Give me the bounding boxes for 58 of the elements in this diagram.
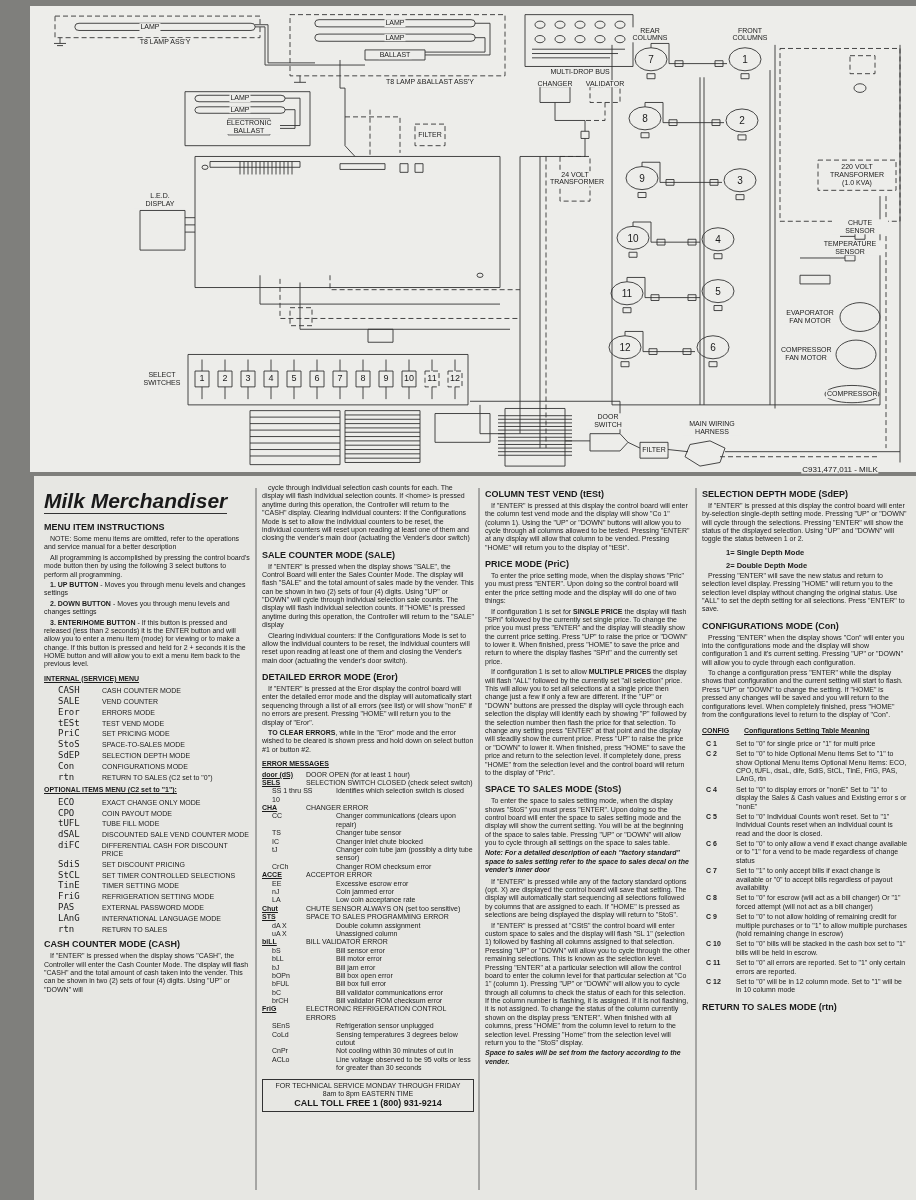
display-code: rtn: [57, 923, 76, 935]
motor-number: 1: [742, 53, 748, 65]
section-heading: RETURN TO SALES MODE (rtn): [702, 1001, 837, 1013]
section-heading: COLUMN TEST VEND (tESt): [485, 489, 604, 500]
display-code: Eror: [57, 706, 81, 718]
switch-number: 4: [267, 374, 275, 384]
motor-number: 3: [737, 174, 743, 186]
section-heading: PRICE MODE (PriC): [485, 559, 569, 570]
switch-number: 10: [403, 374, 415, 384]
switch-number: 6: [313, 374, 321, 384]
display-code: FriG: [57, 891, 81, 902]
sheet-title: Milk Merchandiser: [44, 488, 228, 515]
display-code: PriC: [57, 728, 81, 740]
display-code: CASH: [57, 685, 81, 697]
display-code: dSAL: [57, 829, 81, 840]
motor-number: 4: [715, 233, 721, 245]
motor-number: 9: [639, 172, 645, 184]
motor-number: 5: [715, 285, 721, 297]
display-code: TinE: [57, 880, 81, 892]
motor-number: 8: [642, 112, 648, 124]
display-code: PAS: [57, 901, 76, 913]
display-code: SdiS: [57, 858, 81, 870]
switch-number: 8: [359, 374, 367, 384]
motor-number: 2: [739, 114, 745, 126]
section-heading: CONFIGURATIONS MODE (Con): [702, 620, 839, 632]
motor-number: 10: [627, 232, 639, 244]
section-heading: SPACE TO SALES MODE (StoS): [485, 784, 622, 796]
display-code: StCL: [57, 869, 81, 881]
section-heading: SALE COUNTER MODE (SALE): [262, 549, 395, 561]
motor-number: 6: [710, 341, 716, 353]
switch-number: 2: [221, 374, 229, 384]
display-code: SdEP: [57, 750, 81, 761]
section-heading: SELECTION DEPTH MODE (SdEP): [702, 489, 848, 500]
switch-number: 1: [198, 374, 206, 384]
section-heading: DETAILED ERROR MODE (Eror): [262, 672, 398, 683]
switch-number: 3: [244, 374, 252, 384]
display-code: SALE: [57, 696, 81, 707]
service-notice: CALL TOLL FREE 1 (800) 931-9214: [293, 1098, 443, 1110]
section-heading: CASH COUNTER MODE (CASH): [44, 939, 180, 951]
drawing-number: C931,477,011 - MILK: [801, 465, 879, 475]
display-code: ECO: [57, 796, 76, 808]
display-code: tESt: [57, 717, 81, 729]
switch-number: 7: [336, 374, 344, 384]
display-code: diFC: [57, 840, 81, 851]
motor-number: 7: [648, 53, 654, 65]
display-code: tUFL: [57, 818, 81, 830]
display-code: LAnG: [57, 912, 81, 924]
display-code: rtn: [57, 771, 76, 783]
motor-number: 12: [619, 341, 631, 353]
display-code: StoS: [57, 739, 81, 750]
display-code: CPO: [57, 807, 76, 819]
section-heading: MENU ITEM INSTRUCTIONS: [44, 522, 165, 533]
switch-number: 12: [449, 374, 461, 384]
motor-number: 11: [621, 287, 633, 299]
switch-number: 11: [426, 374, 438, 384]
switch-number: 9: [382, 374, 390, 384]
display-code: Con: [57, 760, 76, 772]
switch-number: 5: [290, 374, 298, 384]
